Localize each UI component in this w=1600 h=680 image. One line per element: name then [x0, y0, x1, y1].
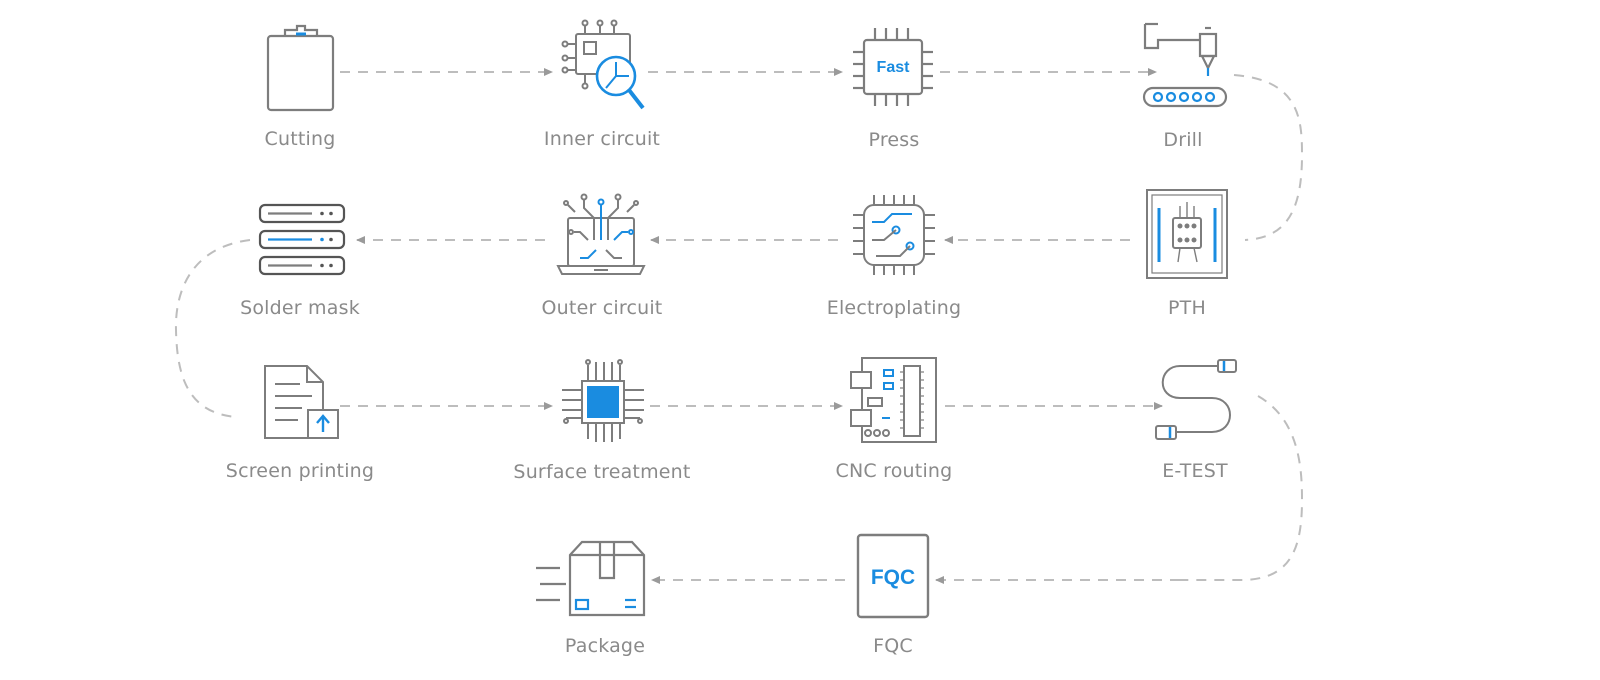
processor-icon — [562, 359, 644, 442]
step-label-press: Press — [868, 129, 920, 151]
step-label-surface-treatment: Surface treatment — [513, 461, 691, 483]
connector-drill-pth — [1233, 74, 1304, 241]
server-stack-icon — [258, 203, 346, 276]
step-label-cnc-routing: CNC routing — [835, 460, 953, 482]
package-box-icon — [536, 540, 646, 617]
circuit-magnifier-icon — [561, 19, 645, 110]
step-label-pth: PTH — [1168, 297, 1206, 319]
connector-etest-fqc — [1180, 395, 1304, 581]
fqc-icon-text: FQC — [871, 566, 915, 589]
step-label-drill: Drill — [1163, 129, 1203, 151]
clipboard-icon — [266, 24, 335, 112]
step-label-solder-mask: Solder mask — [240, 297, 360, 319]
chip-fast-text: Fast — [877, 59, 911, 76]
cable-icon — [1155, 359, 1237, 440]
circuit-chip-icon — [853, 195, 935, 275]
step-label-inner-circuit: Inner circuit — [543, 128, 661, 150]
step-label-screen-printing: Screen printing — [225, 460, 375, 482]
circuit-board-icon — [850, 357, 937, 443]
step-label-e-test: E-TEST — [1162, 460, 1228, 482]
step-label-package: Package — [564, 635, 646, 657]
document-upload-icon — [264, 365, 339, 439]
step-label-outer-circuit: Outer circuit — [541, 297, 663, 319]
pcb-board-icon — [1146, 189, 1228, 279]
step-label-fqc: FQC — [873, 635, 913, 657]
chip-icon: Fast — [853, 28, 933, 106]
connector-solder-screen — [174, 239, 251, 418]
step-label-electroplating: Electroplating — [826, 297, 962, 319]
fqc-box-icon: FQC — [856, 533, 930, 619]
step-label-cutting: Cutting — [264, 128, 336, 150]
laptop-circuit-icon — [556, 193, 646, 275]
drill-machine-icon — [1142, 22, 1228, 108]
